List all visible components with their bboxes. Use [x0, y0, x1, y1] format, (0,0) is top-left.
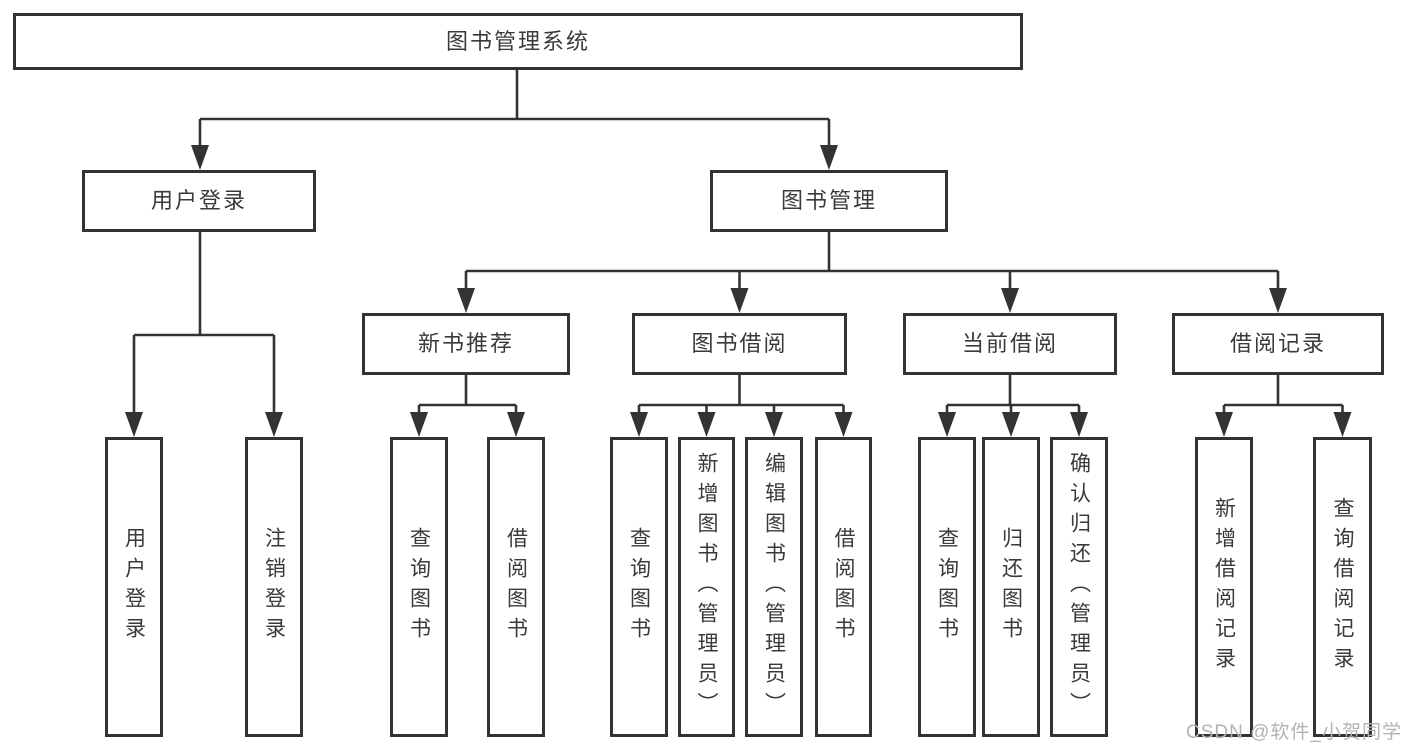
arrow-down-icon [820, 145, 838, 170]
connector-current-borrowing-to-leaves [938, 375, 1088, 437]
node-library-management-system: 图书管理系统 [13, 13, 1023, 70]
arrow-down-icon [730, 288, 749, 313]
leaf-borrow-books-recommendation: 借阅图书 [487, 437, 545, 737]
leaf-edit-book-admin: 编辑图书（管理员） [745, 437, 803, 737]
arrow-down-icon [697, 412, 716, 437]
node-book-borrowing: 图书借阅 [632, 313, 847, 375]
arrow-down-icon [1002, 412, 1020, 437]
arrow-down-icon [457, 288, 475, 313]
watermark: CSDN @软件_小贺同学 [1186, 722, 1402, 743]
arrow-down-icon [1269, 288, 1287, 313]
node-borrowing-records: 借阅记录 [1172, 313, 1384, 375]
arrow-down-icon [834, 412, 853, 437]
leaf-query-books-borrowing: 查询图书 [610, 437, 668, 737]
connector-user-login-to-leaves [125, 232, 283, 437]
connector-book-borrowing-to-leaves [630, 375, 853, 437]
arrow-down-icon [1070, 412, 1088, 437]
node-new-book-recommendation: 新书推荐 [362, 313, 570, 375]
node-book-management: 图书管理 [710, 170, 948, 232]
leaf-borrow-books-borrowing: 借阅图书 [815, 437, 872, 737]
leaf-query-books-current: 查询图书 [918, 437, 976, 737]
leaf-add-borrow-record: 新增借阅记录 [1195, 437, 1253, 737]
arrow-down-icon [1215, 412, 1233, 437]
leaf-add-book-admin: 新增图书（管理员） [678, 437, 735, 737]
connector-root-to-level2 [191, 70, 838, 170]
leaf-user-login: 用户登录 [105, 437, 163, 737]
leaf-query-books-recommendation: 查询图书 [390, 437, 448, 737]
node-current-borrowing: 当前借阅 [903, 313, 1117, 375]
leaf-return-books: 归还图书 [982, 437, 1040, 737]
leaf-query-borrow-record: 查询借阅记录 [1313, 437, 1372, 737]
connector-new-book-recommendation-to-leaves [410, 375, 525, 437]
arrow-down-icon [630, 412, 648, 437]
connector-borrowing-records-to-leaves [1215, 375, 1352, 437]
node-user-login: 用户登录 [82, 170, 316, 232]
connector-book-management-to-level3 [457, 231, 1287, 313]
arrow-down-icon [1001, 288, 1019, 313]
leaf-confirm-return-admin: 确认归还（管理员） [1050, 437, 1108, 737]
arrow-down-icon [765, 412, 783, 437]
arrow-down-icon [938, 412, 956, 437]
arrow-down-icon [507, 412, 525, 437]
arrow-down-icon [265, 412, 283, 437]
arrow-down-icon [191, 145, 209, 170]
arrow-down-icon [1333, 412, 1352, 437]
leaf-logout: 注销登录 [245, 437, 303, 737]
arrow-down-icon [125, 412, 143, 437]
arrow-down-icon [410, 412, 428, 437]
